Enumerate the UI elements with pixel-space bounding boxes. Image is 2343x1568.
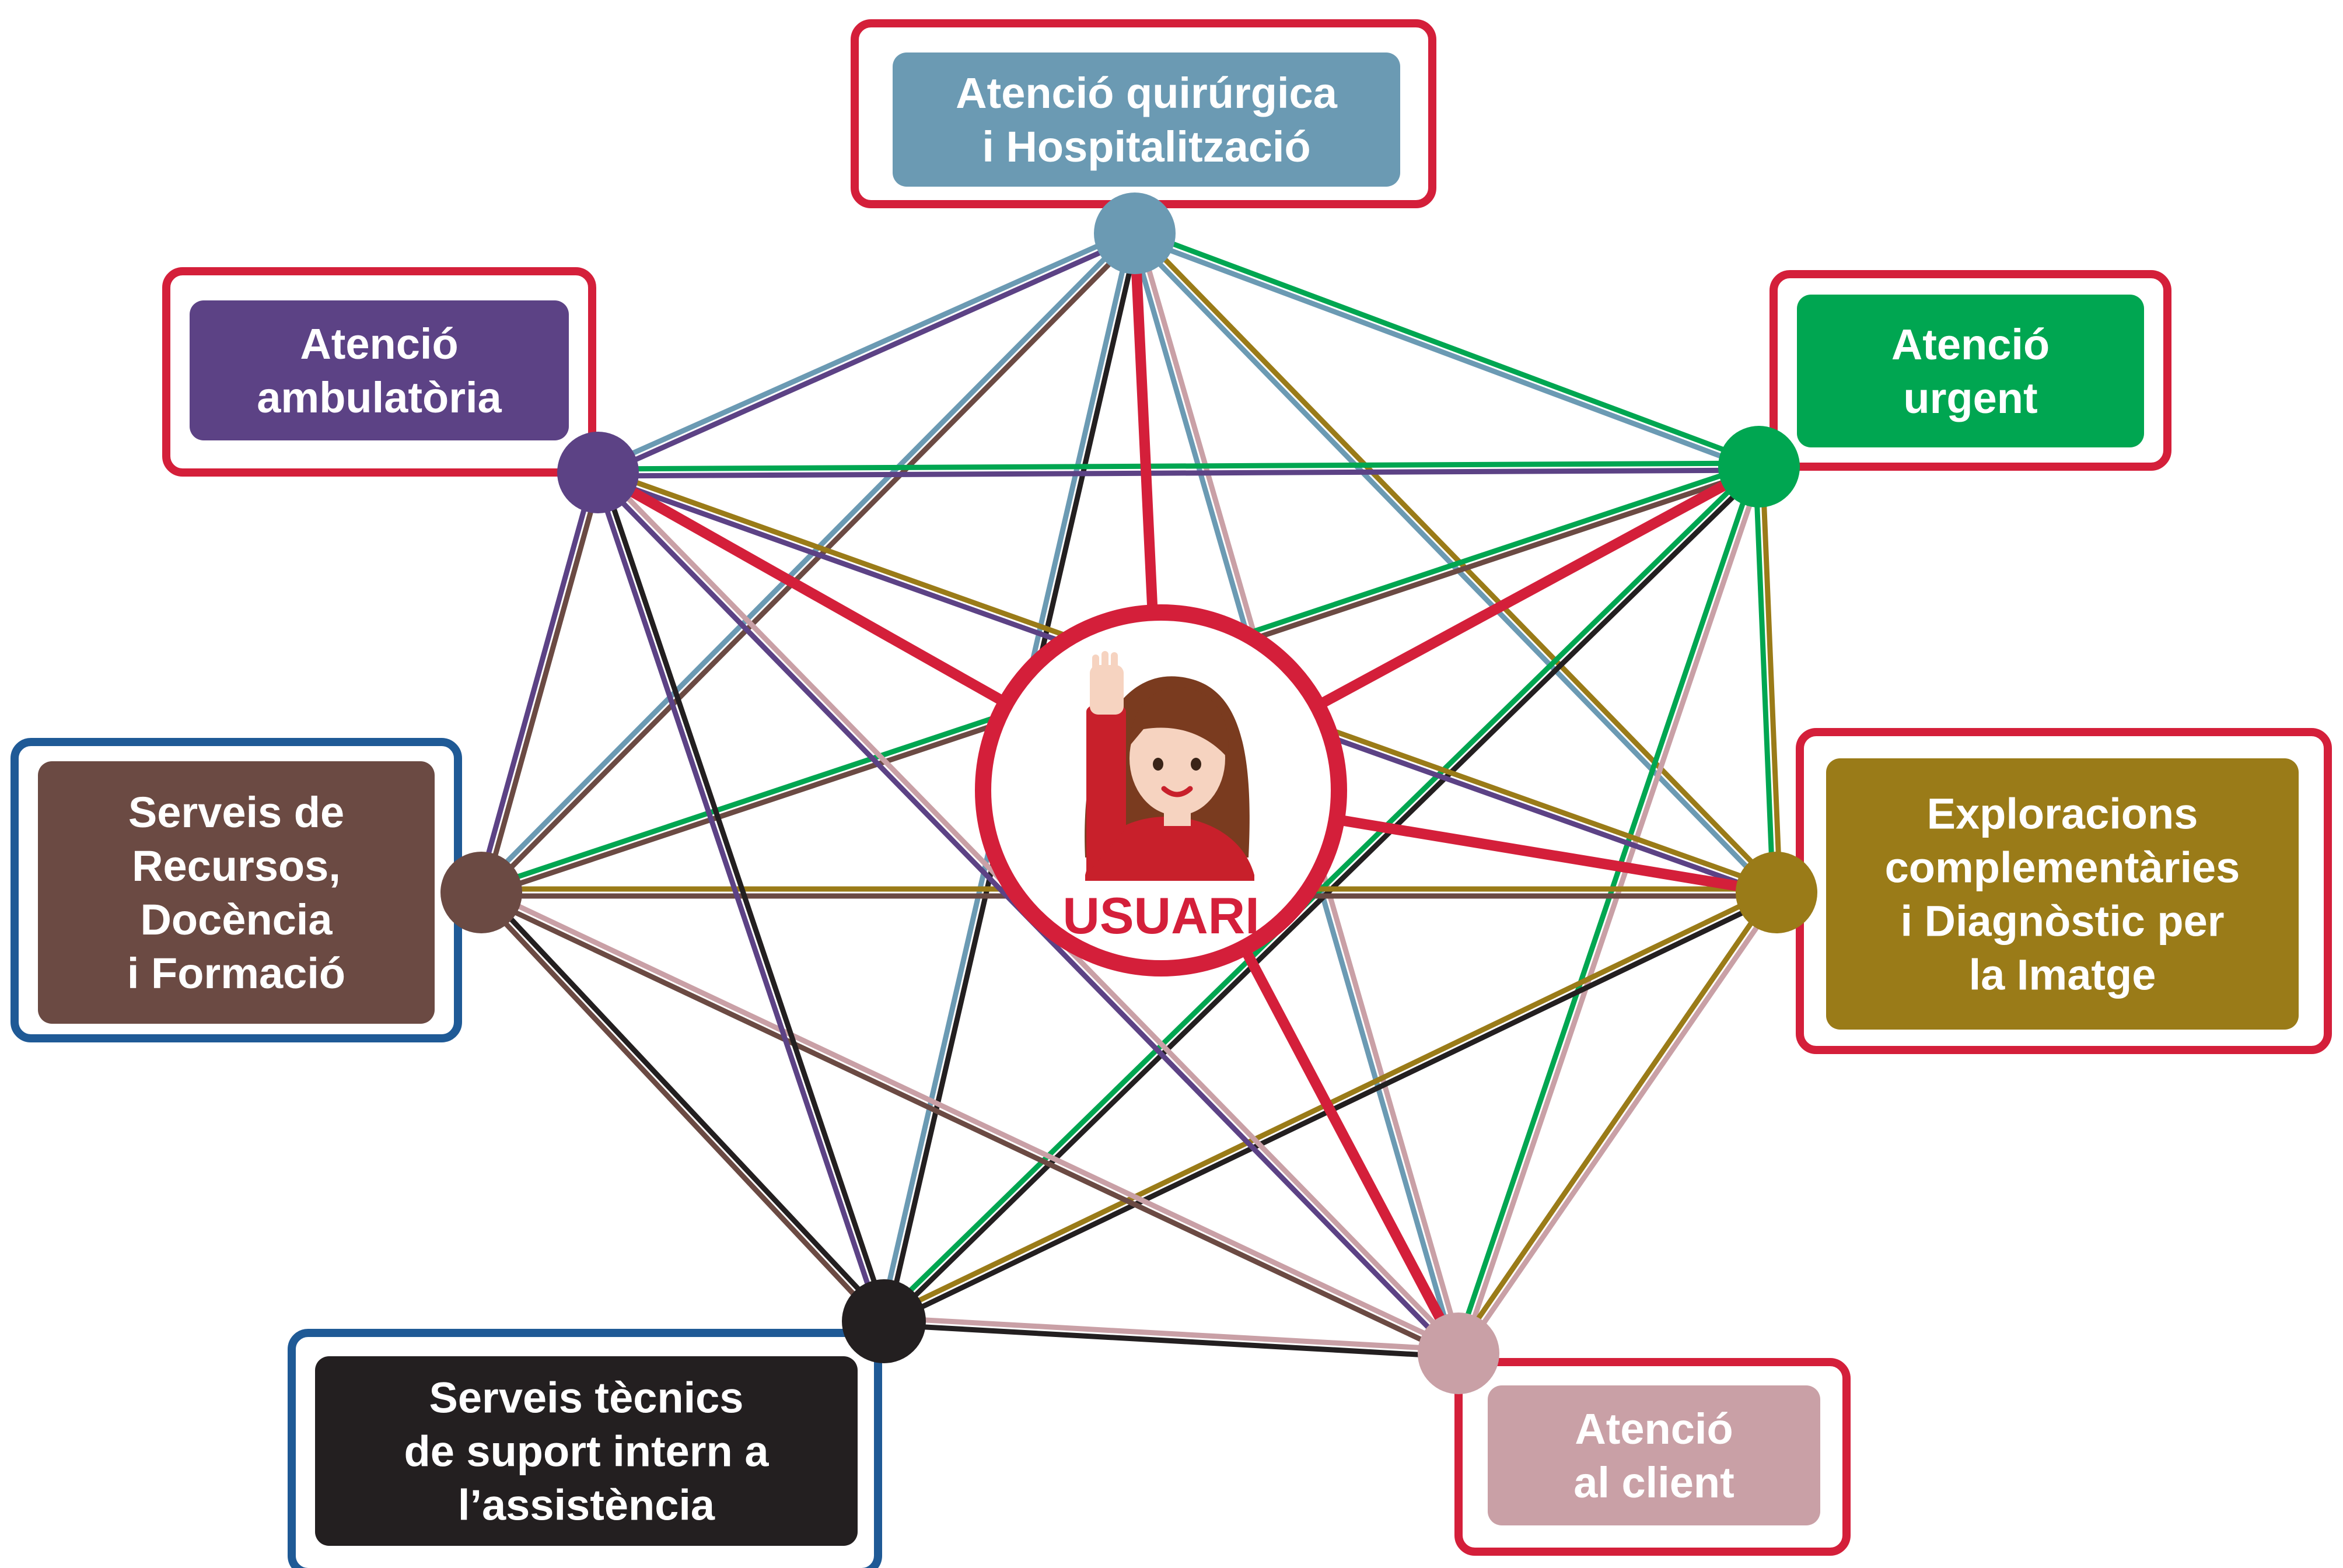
user-link-urgent xyxy=(1314,462,1762,710)
link-client-recursos xyxy=(478,893,1459,1359)
link-client-tecnics xyxy=(884,1315,1459,1353)
link-quirurgica-ambulatoria xyxy=(595,228,1135,472)
user-link-ambulatoria xyxy=(595,468,1009,708)
service-label-exploracions: Exploracions xyxy=(1927,789,2198,838)
service-node-recursos xyxy=(440,852,522,933)
service-label-quirurgica: i Hospitalització xyxy=(982,123,1310,171)
link-urgent-client xyxy=(1453,464,1758,1353)
service-label-recursos: Docència xyxy=(140,895,333,944)
service-box-fill xyxy=(315,1356,858,1546)
service-box-client: Atenció al client xyxy=(1454,1358,1851,1556)
link-quirurgica-recursos xyxy=(477,229,1134,892)
service-label-tecnics: de suport intern a xyxy=(404,1427,770,1475)
service-label-ambulatoria: Atenció xyxy=(300,320,458,368)
link-urgent-exploracions xyxy=(1753,467,1776,893)
service-box-exploracions: Exploracions complementàries i Diagnòstic … xyxy=(1796,728,2332,1054)
service-node-exploracions xyxy=(1736,852,1817,933)
service-label-quirurgica: Atenció quirúrgica xyxy=(956,69,1338,117)
link-quirurgica-recursos xyxy=(482,234,1139,897)
service-label-tecnics: Serveis tècnics xyxy=(429,1373,744,1422)
link-client-tecnics xyxy=(883,1322,1459,1360)
link-exploracions-client xyxy=(1453,889,1776,1353)
service-box-fill xyxy=(893,52,1400,187)
service-node-ambulatoria xyxy=(557,432,639,513)
service-node-client xyxy=(1418,1312,1499,1394)
service-label-tecnics: l’assistència xyxy=(458,1480,715,1529)
service-label-recursos: Serveis de xyxy=(128,788,344,836)
service-label-exploracions: i Diagnòstic per xyxy=(1900,897,2224,945)
service-node-tecnics xyxy=(842,1279,926,1363)
link-quirurgica-urgent xyxy=(1135,228,1761,466)
person-raising-hand-icon xyxy=(1085,651,1254,881)
link-quirurgica-urgent xyxy=(1132,234,1759,473)
user-link-client xyxy=(1239,945,1463,1356)
service-box-fill xyxy=(38,761,435,1024)
service-label-urgent: urgent xyxy=(1903,374,2037,422)
link-quirurgica-ambulatoria xyxy=(598,234,1138,478)
user-link-quirurgica xyxy=(1129,233,1158,613)
service-box-fill xyxy=(1488,1385,1820,1525)
link-client-recursos xyxy=(481,887,1461,1353)
user-link-exploracions xyxy=(1335,814,1778,898)
service-label-ambulatoria: ambulatòria xyxy=(257,373,502,422)
service-box-fill xyxy=(190,300,569,440)
link-quirurgica-exploracions xyxy=(1135,229,1781,892)
service-nodes xyxy=(440,192,1817,1394)
link-recursos-ambulatoria xyxy=(475,471,597,892)
service-box-urgent: Atenció urgent xyxy=(1770,270,2171,471)
service-box-quirurgica: Atenció quirúrgica i Hospitalització xyxy=(851,19,1436,208)
link-urgent-ambulatoria xyxy=(597,460,1759,472)
user-connection-lines xyxy=(595,233,1778,1356)
service-node-quirurgica xyxy=(1094,192,1176,274)
service-label-exploracions: la Imatge xyxy=(1969,950,2156,999)
service-box-recursos: Serveis de Recursos, Docència i Formació xyxy=(11,738,462,1042)
link-urgent-client xyxy=(1459,467,1765,1356)
service-label-recursos: i Formació xyxy=(127,949,345,998)
link-exploracions-client xyxy=(1459,892,1782,1357)
service-box-ambulatoria: Atenció ambulatòria xyxy=(162,267,596,477)
service-label-urgent: Atenció xyxy=(1891,320,2050,369)
link-tecnics-recursos xyxy=(482,888,889,1321)
service-box-fill xyxy=(1797,295,2144,447)
link-recursos-ambulatoria xyxy=(482,473,604,894)
user-hub: USUARI xyxy=(975,604,1347,977)
service-box-tecnics: Serveis tècnics de suport intern a l’assis… xyxy=(288,1329,882,1568)
service-box-fill xyxy=(1826,758,2299,1030)
link-urgent-ambulatoria xyxy=(598,467,1760,479)
service-label-exploracions: complementàries xyxy=(1885,843,2240,891)
service-label-client: al client xyxy=(1573,1458,1734,1507)
link-tecnics-ambulatoria xyxy=(592,473,883,1324)
link-urgent-exploracions xyxy=(1760,466,1783,892)
service-label-client: Atenció xyxy=(1575,1405,1733,1453)
link-tecnics-ambulatoria xyxy=(599,470,890,1321)
link-tecnics-recursos xyxy=(477,893,883,1326)
service-node-urgent xyxy=(1718,426,1800,508)
service-label-recursos: Recursos, xyxy=(132,842,341,890)
user-hub-label: USUARI xyxy=(1062,887,1259,944)
